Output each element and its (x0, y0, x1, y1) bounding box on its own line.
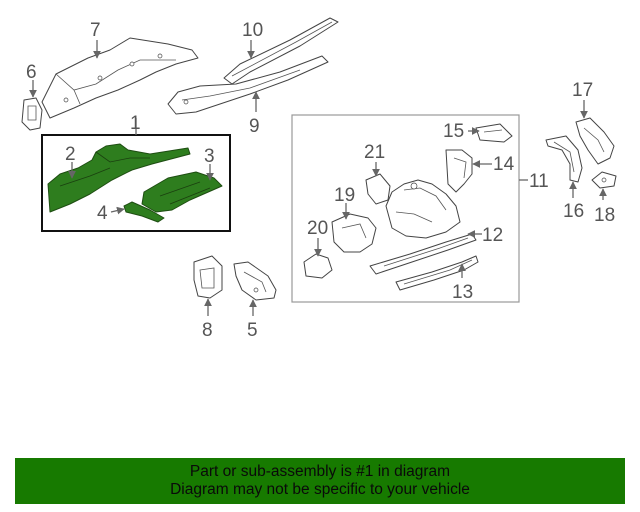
callout-8: 8 (202, 320, 213, 341)
part-11-wheelhouse[interactable] (385, 179, 461, 239)
assembly-notice-banner: Part or sub-assembly is #1 in diagram Di… (15, 458, 625, 504)
part-21-bracket[interactable] (365, 173, 391, 205)
callout-6: 6 (26, 62, 37, 83)
part-6-bracket[interactable] (21, 97, 43, 131)
callout-11: 11 (529, 171, 549, 192)
part-4-bracket-highlight[interactable] (123, 201, 165, 223)
part-3-floor-section-highlight[interactable] (141, 171, 223, 213)
callout-14: 14 (493, 154, 515, 175)
part-2-front-rail-highlight[interactable] (47, 143, 191, 213)
callout-20: 20 (307, 218, 328, 239)
callout-4: 4 (97, 203, 108, 224)
callout-13: 13 (452, 282, 473, 303)
leader-4 (110, 206, 125, 215)
callout-7: 7 (90, 20, 101, 41)
part-15-bracket[interactable] (475, 123, 513, 143)
part-9-side-sill[interactable] (167, 55, 329, 115)
notice-line-2: Diagram may not be specific to your vehi… (170, 481, 470, 498)
part-8-bracket[interactable] (193, 255, 223, 299)
part-14-bracket[interactable] (445, 149, 473, 193)
assembly-11-frame (291, 114, 520, 303)
callout-17: 17 (572, 80, 593, 101)
callout-21: 21 (364, 142, 385, 163)
part-20-bracket[interactable] (303, 253, 333, 279)
part-18-plate[interactable] (591, 171, 617, 189)
callout-5: 5 (247, 320, 258, 341)
callout-19: 19 (334, 185, 355, 206)
callout-10: 10 (242, 20, 263, 41)
part-12-rail[interactable] (369, 233, 477, 275)
part-19-bracket[interactable] (331, 213, 377, 253)
callout-16: 16 (563, 201, 584, 222)
part-10-rocker-reinforcement[interactable] (223, 17, 339, 85)
part-17-bracket[interactable] (575, 117, 615, 165)
callout-15: 15 (443, 121, 464, 142)
callout-3: 3 (204, 146, 215, 167)
callout-9: 9 (249, 116, 260, 137)
callout-1: 1 (130, 113, 141, 134)
part-16-arch[interactable] (545, 135, 583, 183)
notice-line-1: Part or sub-assembly is #1 in diagram (189, 463, 451, 480)
callout-12: 12 (482, 225, 503, 246)
callout-18: 18 (594, 205, 615, 226)
callout-2: 2 (65, 144, 76, 165)
part-5-bracket[interactable] (233, 261, 277, 301)
